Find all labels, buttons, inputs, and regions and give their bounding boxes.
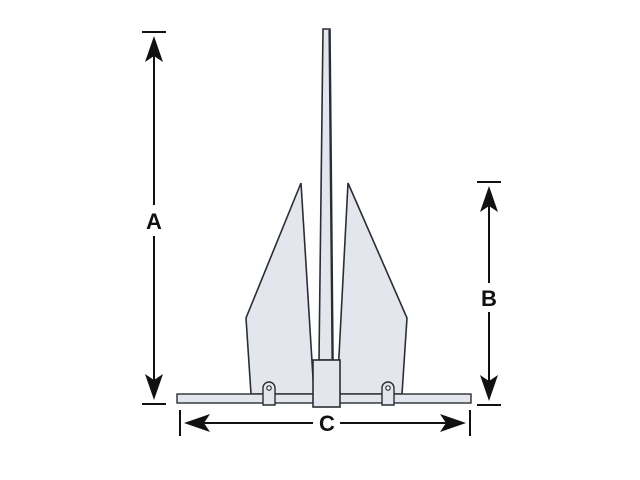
arrow-up-icon <box>145 36 163 62</box>
dimension-label-a: A <box>146 209 162 234</box>
arrow-up-icon <box>480 186 498 212</box>
left-lug <box>262 381 276 406</box>
arrow-right-icon <box>440 414 466 432</box>
left-fluke <box>245 182 315 395</box>
arrow-down-icon <box>145 374 163 400</box>
dimension-c: C <box>179 410 471 436</box>
right-fluke <box>336 182 408 395</box>
dimension-label-b: B <box>481 286 497 311</box>
right-lug <box>381 381 395 406</box>
crown <box>312 359 341 408</box>
dimension-label-c: C <box>319 411 335 436</box>
dimension-b: B <box>477 181 501 406</box>
arrow-left-icon <box>184 414 210 432</box>
shank-shadow <box>328 29 333 360</box>
dimension-a: A <box>142 31 166 405</box>
arrow-down-icon <box>480 375 498 401</box>
